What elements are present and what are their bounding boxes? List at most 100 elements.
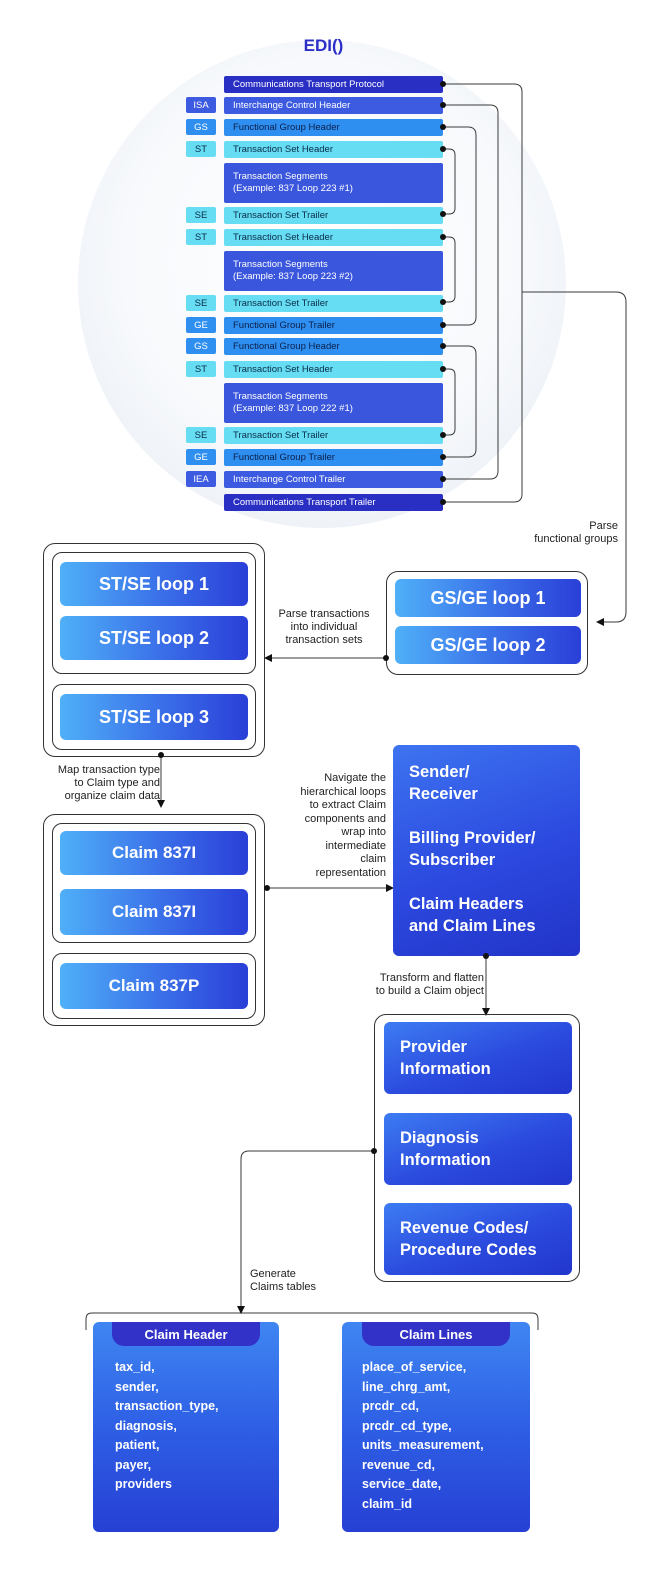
connector-dot	[440, 499, 446, 505]
claim-header-table: Claim Header tax_id, sender, transaction…	[93, 1322, 279, 1532]
connector-dot	[440, 366, 446, 372]
field-item: units_measurement,	[362, 1438, 484, 1452]
tx-segments-example: (Example: 837 Loop 223 #1)	[233, 183, 353, 194]
group-trailer-bar: Functional Group Trailer	[224, 449, 443, 466]
field-item: patient,	[115, 1438, 160, 1452]
field-item: transaction_type,	[115, 1399, 219, 1413]
gs-loop-box: GS/GE loop 2	[395, 626, 581, 664]
connector-dot	[440, 146, 446, 152]
connector-dot	[440, 322, 446, 328]
connector-dot	[158, 752, 164, 758]
claim-lines-fields: place_of_service, line_chrg_amt, prcdr_c…	[362, 1358, 484, 1514]
field-item: tax_id,	[115, 1360, 155, 1374]
tx-segments-bar: Transaction Segments (Example: 837 Loop …	[224, 383, 443, 423]
generate-tables-label: Generate Claims tables	[250, 1268, 317, 1293]
connector-dot	[264, 885, 270, 891]
diagram-title: EDI()	[303, 36, 344, 55]
tx-set-header-bar: Transaction Set Header	[224, 141, 443, 158]
ge-tag: GE	[186, 449, 216, 465]
parse-groups-label: Parse functional groups	[534, 520, 618, 545]
transform-label: Transform and flatten to build a Claim o…	[375, 972, 484, 997]
connector-dot	[440, 234, 446, 240]
tx-segments-bar: Transaction Segments (Example: 837 Loop …	[224, 163, 443, 203]
field-item: providers	[115, 1477, 172, 1491]
connector-dot	[371, 1148, 377, 1154]
connector-dot	[483, 953, 489, 959]
navigate-loops-label: Navigate the hierarchical loops to extra…	[300, 772, 386, 879]
revenue-codes-box: Revenue Codes/ Procedure Codes	[384, 1203, 572, 1275]
claims-group-bracket	[52, 823, 256, 943]
connector-dot	[440, 211, 446, 217]
field-item: service_date,	[362, 1477, 442, 1491]
ge-tag: GE	[186, 317, 216, 333]
connector-dot	[440, 476, 446, 482]
sender-receiver-line2: Receiver	[409, 785, 478, 803]
st-loop-group-bracket	[52, 552, 256, 674]
se-tag: SE	[186, 427, 216, 443]
tx-segments-title: Transaction Segments	[233, 259, 328, 270]
field-item: line_chrg_amt,	[362, 1379, 451, 1394]
parse-transactions-label: Parse transactions into individual trans…	[278, 608, 370, 646]
tx-set-header-bar: Transaction Set Header	[224, 361, 443, 378]
claim-header-fields: tax_id, sender, transaction_type, diagno…	[115, 1358, 219, 1495]
provider-info-box: Provider Information	[384, 1022, 572, 1094]
claim-box: Claim 837I	[60, 831, 248, 875]
diagnosis-info-box: Diagnosis Information	[384, 1113, 572, 1185]
map-transactions-label: Map transaction type to Claim type and o…	[57, 764, 160, 802]
field-item: sender,	[115, 1379, 159, 1394]
st-tag: ST	[186, 141, 216, 157]
interchange-header-bar: Interchange Control Header	[224, 97, 443, 114]
connector-dot	[440, 343, 446, 349]
connector-dot	[440, 81, 446, 87]
intermediate-claim-box: Sender/ Receiver Billing Provider/ Subsc…	[393, 745, 580, 956]
claim-lines-title: Claim Lines	[362, 1322, 510, 1346]
gs-loops-bracket	[386, 571, 588, 675]
st-tag: ST	[186, 361, 216, 377]
se-tag: SE	[186, 207, 216, 223]
tx-segments-bar: Transaction Segments (Example: 837 Loop …	[224, 251, 443, 291]
st-loop-group-bracket	[52, 684, 256, 750]
billing-provider-line1: Billing Provider/	[409, 829, 536, 847]
connector-dot	[440, 102, 446, 108]
transport-protocol-bar: Communications Transport Protocol	[224, 76, 443, 93]
gs-loop-box: GS/GE loop 1	[395, 579, 581, 617]
field-item: payer,	[115, 1457, 152, 1472]
tx-set-trailer-bar: Transaction Set Trailer	[224, 295, 443, 312]
billing-provider-line2: Subscriber	[409, 851, 496, 869]
field-item: diagnosis,	[115, 1418, 177, 1433]
tx-segments-title: Transaction Segments	[233, 171, 328, 182]
group-trailer-bar: Functional Group Trailer	[224, 317, 443, 334]
claim-lines-table: Claim Lines place_of_service, line_chrg_…	[342, 1322, 530, 1532]
group-header-bar: Functional Group Header	[224, 338, 443, 355]
field-item: place_of_service,	[362, 1360, 467, 1374]
st-tag: ST	[186, 229, 216, 245]
connector-dot	[440, 432, 446, 438]
claim-box: Claim 837P	[60, 963, 248, 1009]
gs-tag: GS	[186, 119, 216, 135]
field-item: prcdr_cd,	[362, 1399, 419, 1413]
connector-dot	[440, 454, 446, 460]
se-tag: SE	[186, 295, 216, 311]
group-header-bar: Functional Group Header	[224, 119, 443, 136]
st-loop-box: ST/SE loop 1	[60, 562, 248, 606]
claim-headers-line1: Claim Headers	[409, 895, 524, 913]
tx-segments-title: Transaction Segments	[233, 391, 328, 402]
gs-tag: GS	[186, 338, 216, 354]
tx-set-trailer-bar: Transaction Set Trailer	[224, 427, 443, 444]
st-loops-bracket	[43, 543, 265, 757]
claims-group-bracket	[52, 953, 256, 1019]
transport-trailer-bar: Communications Transport Trailer	[224, 494, 443, 511]
tx-set-header-bar: Transaction Set Header	[224, 229, 443, 246]
iea-tag: IEA	[186, 471, 216, 487]
field-item: prcdr_cd_type,	[362, 1418, 452, 1433]
tx-set-trailer-bar: Transaction Set Trailer	[224, 207, 443, 224]
tx-segments-example: (Example: 837 Loop 222 #1)	[233, 403, 353, 414]
st-loop-box: ST/SE loop 2	[60, 616, 248, 660]
isa-tag: ISA	[186, 97, 216, 113]
sender-receiver-line1: Sender/	[409, 763, 470, 781]
connector-dot	[383, 655, 389, 661]
interchange-trailer-bar: Interchange Control Trailer	[224, 471, 443, 488]
field-item: claim_id	[362, 1496, 413, 1511]
claim-box: Claim 837I	[60, 889, 248, 935]
